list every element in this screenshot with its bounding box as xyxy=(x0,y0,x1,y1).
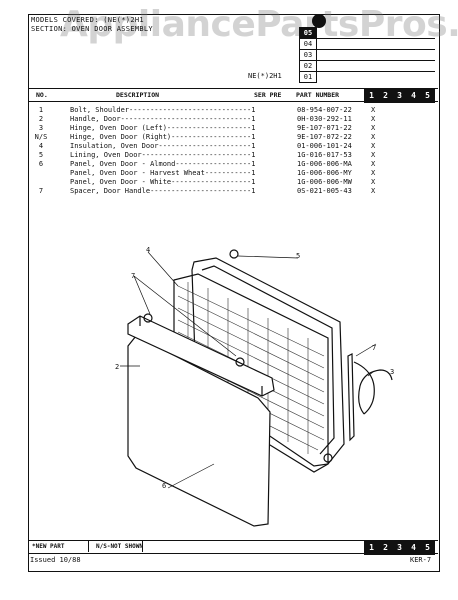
stack-rule-3 xyxy=(315,60,435,61)
callout-4: 4 xyxy=(146,246,151,254)
model-code-stack: 05 04 03 02 01 xyxy=(299,27,317,83)
callout-3: 3 xyxy=(390,368,395,376)
footer-box-2: 2 xyxy=(378,541,393,555)
column-header: NO. DESCRIPTION SER PRE PART NUMBER xyxy=(28,88,438,102)
legend-not-shown: N/S-NOT SHOWN xyxy=(96,543,143,550)
part-number: 0H-030-292-11 xyxy=(297,115,352,123)
part-number-ref: 2 xyxy=(38,115,44,123)
part-number-ref: 1 xyxy=(38,106,44,114)
model-applicability: X xyxy=(371,178,376,186)
stack-code-03: 03 xyxy=(300,50,316,61)
part-description: Panel, Oven Door - Almond---------------… xyxy=(70,160,256,168)
door-spacer-left xyxy=(143,313,153,323)
legend-bar: *NEW PART N/S-NOT SHOWN xyxy=(28,540,438,554)
model-applicability: X xyxy=(371,124,376,132)
part-number-ref: 6 xyxy=(38,160,44,168)
parts-page-frame xyxy=(28,14,440,572)
footer-box-4: 4 xyxy=(406,541,421,555)
models-covered-line: MODELS COVERED: (NE(*)2H1 xyxy=(31,16,144,24)
part-number-ref: 5 xyxy=(38,151,44,159)
callout-2: 2 xyxy=(115,363,120,371)
part-number-ref: N/S xyxy=(34,133,48,141)
oven-door-diagram xyxy=(120,249,393,527)
part-description: Hinge, Oven Door (Left)-----------------… xyxy=(70,124,256,132)
part-description: Bolt, Shoulder--------------------------… xyxy=(70,106,256,114)
part-number: 08-954-007-22 xyxy=(297,106,352,114)
section-line: SECTION: OVEN DOOR ASSEMBLY xyxy=(31,25,153,33)
stack-rule-1 xyxy=(315,38,435,39)
model-applicability: X xyxy=(371,133,376,141)
stack-rule-2 xyxy=(315,49,435,50)
stack-code-04: 04 xyxy=(300,39,316,50)
callout-6: 6 xyxy=(162,482,167,490)
shoulder-bolt-bottom xyxy=(323,453,333,463)
oven-door-hinge xyxy=(347,353,393,442)
header-box-4: 4 xyxy=(406,89,421,103)
stack-code-02: 02 xyxy=(300,61,316,72)
part-description: Hinge, Oven Door (Right)----------------… xyxy=(70,133,256,141)
model-code-label: NE(*)2H1 xyxy=(248,72,282,80)
door-spacer-right xyxy=(235,357,245,367)
part-number-ref: 3 xyxy=(38,124,44,132)
col-part-number: PART NUMBER xyxy=(296,91,340,99)
col-description: DESCRIPTION xyxy=(116,91,160,99)
punch-hole-marker xyxy=(312,14,326,28)
part-number: 0S-021-005-43 xyxy=(297,187,352,195)
legend-divider xyxy=(88,540,89,552)
model-applicability: X xyxy=(371,106,376,114)
callout-7-left: 7 xyxy=(131,272,136,280)
model-applicability: X xyxy=(371,115,376,123)
part-number: 9E-107-072-22 xyxy=(297,133,352,141)
model-applicability: X xyxy=(371,151,376,159)
footer-box-5: 5 xyxy=(420,541,435,555)
header-box-3: 3 xyxy=(392,89,407,103)
shoulder-bolt-top xyxy=(229,249,239,259)
legend-new-part: *NEW PART xyxy=(32,543,65,550)
part-number: 1G-016-017-53 xyxy=(297,151,352,159)
oven-door-panel xyxy=(127,335,271,527)
header-box-5: 5 xyxy=(420,89,435,103)
part-number: 1G-006-006-MA xyxy=(297,160,352,168)
issued-date: Issued 10/88 xyxy=(30,556,81,564)
part-description: Spacer, Door Handle---------------------… xyxy=(70,187,256,195)
part-number: 1G-006-006-MW xyxy=(297,178,352,186)
part-description: Handle, Door----------------------------… xyxy=(70,115,256,123)
callout-5: 5 xyxy=(296,252,301,260)
stack-rule-4 xyxy=(315,71,435,72)
header-box-1: 1 xyxy=(364,89,379,103)
part-description: Lining, Oven Door-----------------------… xyxy=(70,151,256,159)
stack-code-01: 01 xyxy=(300,72,316,83)
callout-7-right: 7 xyxy=(372,344,377,352)
col-ser-pre: SER PRE xyxy=(254,91,282,99)
model-applicability: X xyxy=(371,160,376,168)
col-no: NO. xyxy=(36,91,48,99)
part-number-ref: 4 xyxy=(38,142,44,150)
part-description: Insulation, Oven Door-------------------… xyxy=(70,142,256,150)
model-applicability: X xyxy=(371,142,376,150)
model-applicability: X xyxy=(371,187,376,195)
legend-divider-2 xyxy=(142,540,143,552)
part-number: 01-006-101-24 xyxy=(297,142,352,150)
footer-box-1: 1 xyxy=(364,541,379,555)
part-description: Panel, Oven Door - White----------------… xyxy=(70,178,256,186)
header-model-boxes: 1 2 3 4 5 xyxy=(364,89,435,103)
part-number: 9E-107-071-22 xyxy=(297,124,352,132)
part-number-ref: 7 xyxy=(38,187,44,195)
part-description: Panel, Oven Door - Harvest Wheat--------… xyxy=(70,169,256,177)
footer-model-boxes: 1 2 3 4 5 xyxy=(364,541,435,555)
footer-box-3: 3 xyxy=(392,541,407,555)
stack-code-05: 05 xyxy=(300,28,316,39)
part-number: 1G-006-006-MY xyxy=(297,169,352,177)
header-box-2: 2 xyxy=(378,89,393,103)
model-applicability: X xyxy=(371,169,376,177)
page-code: KER-7 xyxy=(410,556,432,564)
